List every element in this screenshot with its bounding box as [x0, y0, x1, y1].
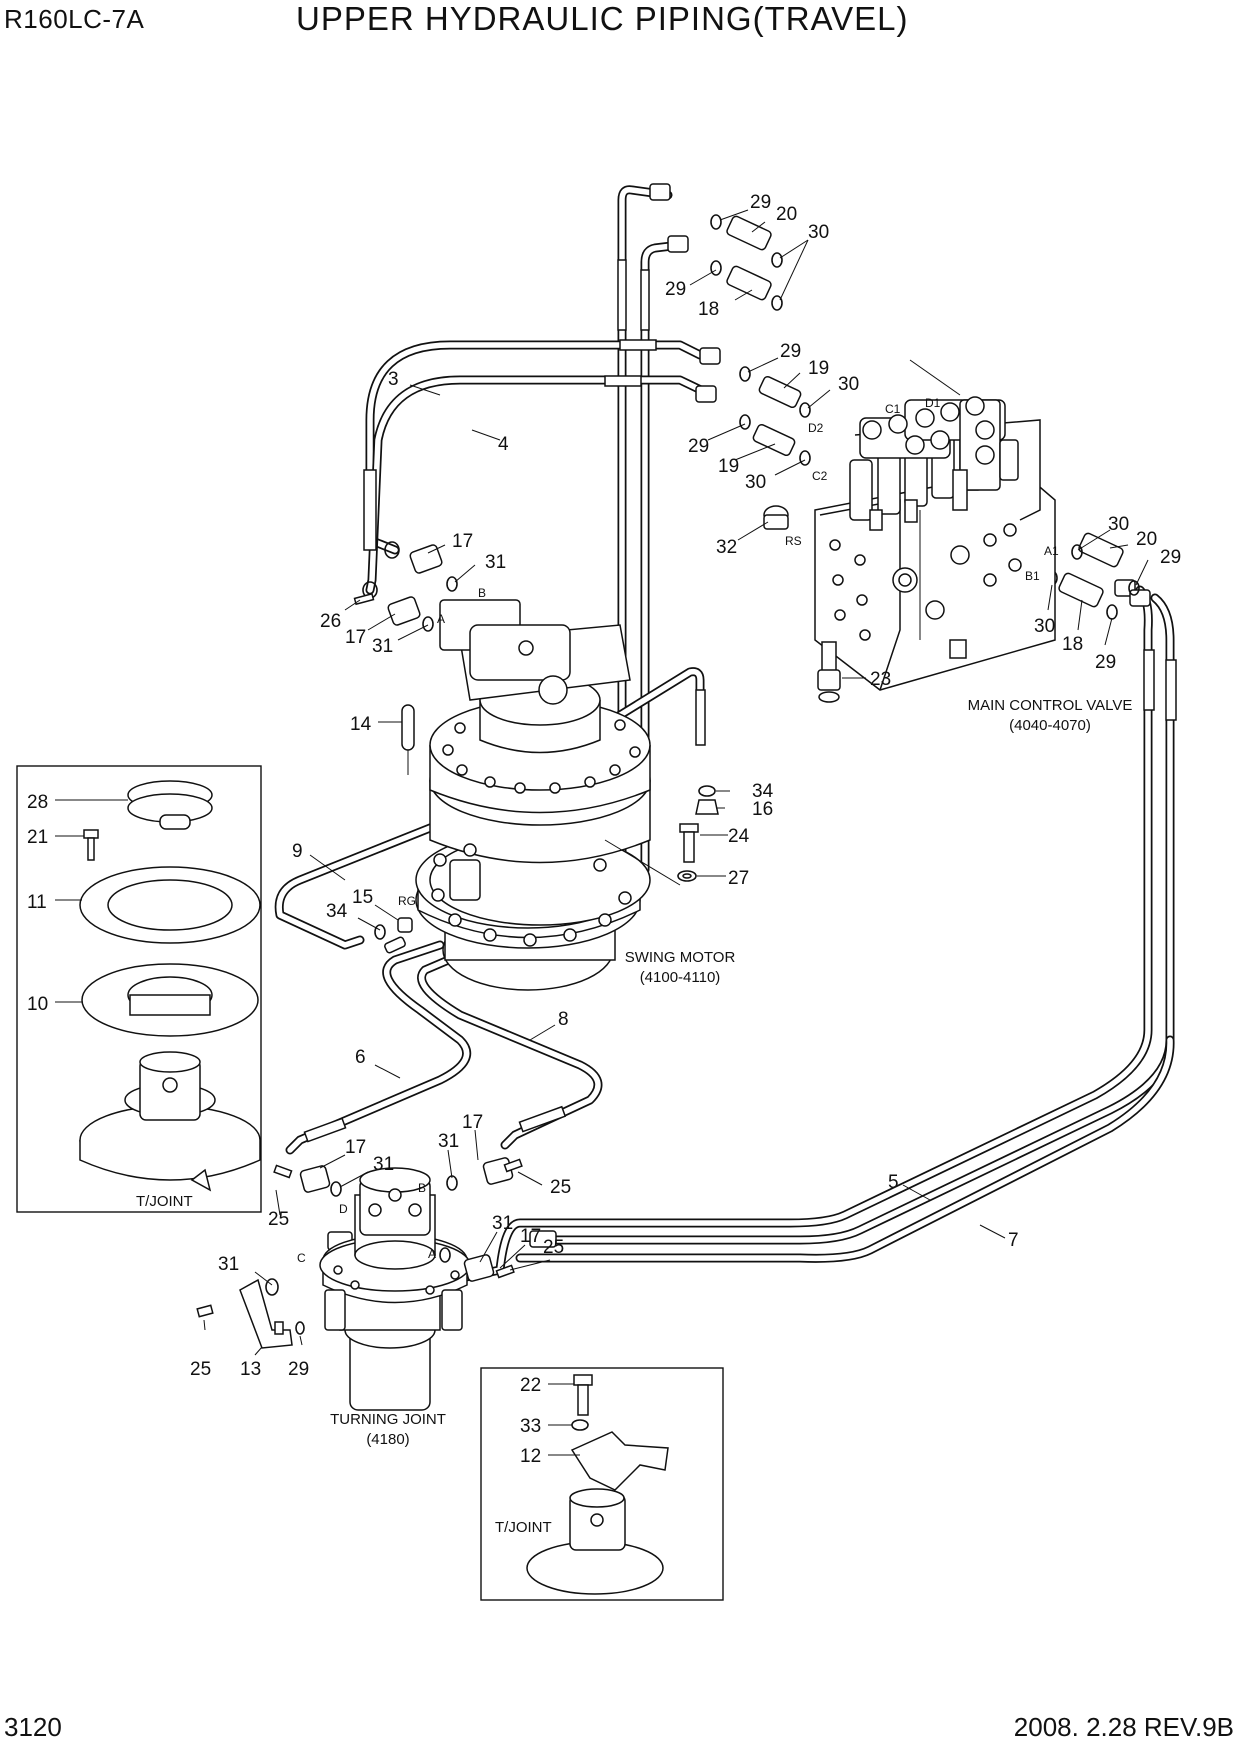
port-label: C1 [885, 402, 901, 416]
callout-label: 34 [326, 901, 348, 922]
callout-label: 12 [520, 1446, 541, 1467]
port-label: B [418, 1181, 426, 1195]
callout-label: 31 [372, 636, 393, 657]
callout-label: 33 [520, 1416, 541, 1437]
main-control-valve [763, 396, 1056, 703]
port-label: C [297, 1251, 306, 1265]
port-label: D1 [925, 396, 941, 410]
port-label: D2 [808, 421, 824, 435]
component-captions: MAIN CONTROL VALVE (4040-4070) SWING MOT… [136, 697, 1132, 1536]
callout-label: 31 [492, 1213, 513, 1234]
revision-date: 2008. 2.28 REV.9B [1013, 1712, 1234, 1742]
port-label: C2 [812, 469, 828, 483]
caption-swing-motor: SWING MOTOR [625, 949, 736, 966]
callout-label: 31 [485, 552, 506, 573]
motor-port-flanges [353, 541, 458, 954]
swing-motor [401, 599, 651, 991]
callout-labels: 29 20 30 29 18 29 19 30 29 19 30 3 4 17 … [27, 192, 1181, 1467]
callout-label: 17 [462, 1112, 483, 1133]
callout-label: 20 [776, 204, 797, 225]
port-label: D [339, 1202, 348, 1216]
adapters-and-orings [710, 214, 1140, 620]
callout-label: 13 [240, 1359, 261, 1380]
callout-label: 23 [870, 669, 891, 690]
callout-label: 30 [1108, 514, 1129, 535]
inset-left [16, 765, 262, 1213]
misc-small-parts [677, 785, 719, 882]
callout-label: 27 [728, 868, 749, 889]
port-label: B [478, 586, 486, 600]
caption-swing-motor-code: (4100-4110) [640, 969, 721, 986]
page-title: UPPER HYDRAULIC PIPING(TRAVEL) [296, 0, 909, 37]
model-number: R160LC-7A [4, 4, 145, 34]
callout-label: 15 [352, 887, 373, 908]
callout-label: 24 [728, 826, 750, 847]
callout-label: 29 [688, 436, 709, 457]
callout-label: 28 [27, 792, 48, 813]
callout-label: 17 [345, 627, 366, 648]
callout-label: 31 [218, 1254, 239, 1275]
callout-label: 11 [27, 892, 47, 913]
callout-label: 19 [808, 358, 829, 379]
port-label: B1 [1025, 569, 1040, 583]
port-label: A [437, 612, 445, 626]
caption-main-control-valve: MAIN CONTROL VALVE [968, 697, 1133, 714]
caption-inset-left: T/JOINT [136, 1193, 193, 1210]
callout-label: 10 [27, 994, 48, 1015]
port-label: RS [785, 534, 802, 548]
callout-label: 29 [288, 1359, 309, 1380]
hose-lines [274, 185, 1175, 1310]
callout-label: 16 [752, 799, 773, 820]
callout-label: 17 [520, 1226, 541, 1247]
caption-inset-bottom: T/JOINT [495, 1519, 552, 1536]
callout-label: 21 [27, 827, 48, 848]
callout-label: 30 [838, 374, 859, 395]
callout-label: 30 [1034, 616, 1055, 637]
callout-label: 3 [388, 369, 399, 390]
callout-label: 29 [780, 341, 801, 362]
callout-label: 18 [698, 299, 719, 320]
callout-label: 29 [1160, 547, 1181, 568]
callout-label: 17 [452, 531, 473, 552]
callout-label: 4 [498, 434, 509, 455]
callout-label: 7 [1008, 1230, 1019, 1251]
callout-label: 22 [520, 1375, 541, 1396]
callout-label: 6 [355, 1047, 366, 1068]
callout-label: 25 [543, 1237, 564, 1258]
port-label: A [428, 1247, 436, 1261]
caption-turning-joint-code: (4180) [366, 1431, 409, 1448]
callout-label: 25 [190, 1359, 211, 1380]
callout-label: 30 [808, 222, 829, 243]
callout-label: 29 [1095, 652, 1116, 673]
callout-label: 18 [1062, 634, 1083, 655]
turning-joint [196, 1157, 523, 1411]
callout-label: 8 [558, 1009, 569, 1030]
inset-bottom [480, 1367, 724, 1601]
leader-lines [55, 209, 1149, 1456]
callout-label: 31 [373, 1154, 394, 1175]
callout-label: 29 [750, 192, 771, 213]
port-label: A1 [1044, 544, 1059, 558]
callout-label: 31 [438, 1131, 459, 1152]
caption-main-control-valve-code: (4040-4070) [1009, 717, 1091, 734]
callout-label: 14 [350, 714, 372, 735]
callout-label: 30 [745, 472, 766, 493]
callout-label: 34 [752, 781, 774, 802]
callout-label: 9 [292, 841, 303, 862]
callout-label: 17 [345, 1137, 366, 1158]
callout-label: 19 [718, 456, 739, 477]
callout-label: 29 [665, 279, 686, 300]
callout-label: 5 [888, 1172, 899, 1193]
callout-label: 25 [550, 1177, 571, 1198]
port-label: RG [398, 894, 416, 908]
port-labels: C1 D1 D2 C2 RS A1 B1 B A RG B D A C [297, 396, 1059, 1265]
caption-turning-joint: TURNING JOINT [330, 1411, 446, 1428]
callout-label: 20 [1136, 529, 1157, 550]
callout-label: 26 [320, 611, 341, 632]
callout-label: 25 [268, 1209, 289, 1230]
callout-label: 32 [716, 537, 737, 558]
page-number: 3120 [4, 1712, 62, 1742]
